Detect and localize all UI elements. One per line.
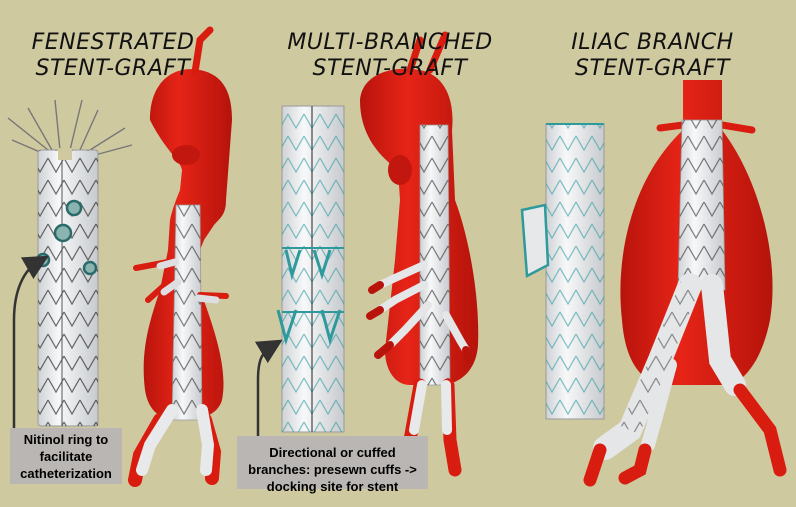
fenestrated-aorta — [128, 26, 232, 487]
nitinol-ring-callout: Nitinol ring to facilitate catheterizati… — [10, 428, 122, 484]
iliac-branch-title-line2: STENT-GRAFT — [575, 56, 730, 81]
multi-branched-aorta — [360, 31, 479, 477]
callout-arrow-left — [12, 255, 49, 428]
callout-line: Directional or cuffed — [269, 445, 396, 460]
iliac-branch-title-line1: ILIAC BRANCH — [571, 30, 734, 55]
fenestrated-title-line2: STENT-GRAFT — [35, 56, 191, 81]
multi-branched-title-line2: STENT-GRAFT — [312, 56, 468, 81]
multi-branched-title-line1: MULTI-BRANCHED — [287, 30, 493, 55]
cuffed-branches-callout: Directional or cuffed branches: presewn … — [237, 436, 428, 494]
callout-line: catheterization — [20, 466, 112, 481]
iliac-branch-aorta — [583, 80, 787, 487]
callout-line: facilitate — [39, 449, 93, 464]
fenestrated-title: FENESTRATED STENT-GRAFT — [18, 30, 208, 82]
callout-line: branches: presewn cuffs -> — [248, 462, 417, 477]
iliac-branch-title: ILIAC BRANCH STENT-GRAFT — [565, 30, 740, 82]
callout-line: Nitinol ring to — [23, 432, 109, 447]
callout-line: docking site for stent — [266, 479, 399, 494]
iliac-branch-graft-device — [520, 123, 605, 420]
fenestrated-title-line1: FENESTRATED — [31, 30, 195, 55]
multi-branched-title: MULTI-BRANCHED STENT-GRAFT — [280, 30, 500, 82]
callout-arrow-middle — [254, 339, 283, 436]
multi-branched-graft-device — [276, 105, 345, 433]
fenestrated-graft-device — [7, 99, 133, 427]
